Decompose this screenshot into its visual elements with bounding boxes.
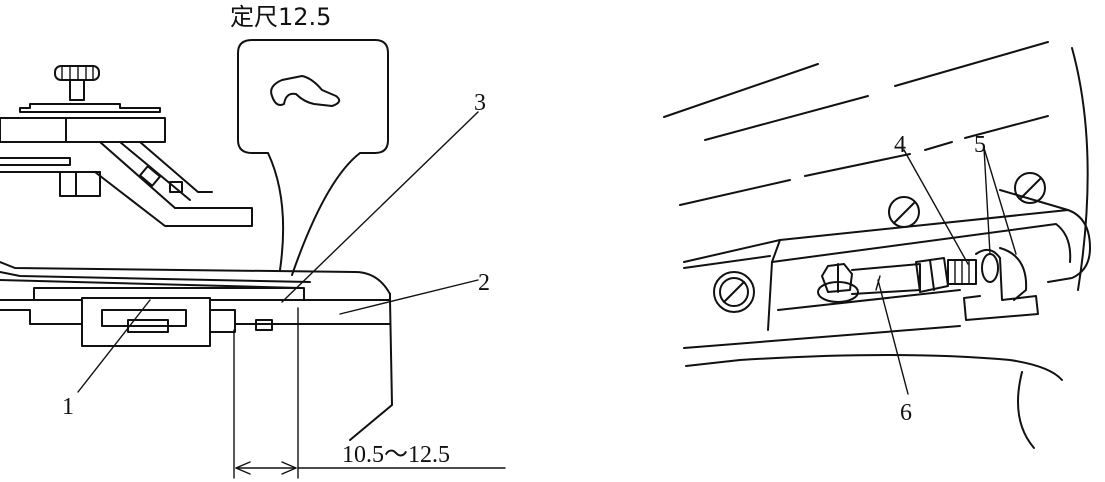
leader-line-3 bbox=[281, 111, 479, 303]
nut-assembly bbox=[817, 263, 859, 303]
leader-line-5b bbox=[983, 147, 1017, 255]
leader-line-6 bbox=[877, 279, 909, 395]
callout-1: 1 bbox=[62, 394, 74, 420]
machine-bed bbox=[0, 261, 393, 441]
adjusting-nut bbox=[915, 257, 949, 293]
screw-arm bbox=[713, 271, 755, 313]
threaded-screw bbox=[947, 259, 977, 285]
right-panel: 4 5 6 bbox=[663, 41, 1091, 449]
gauge-label: 定尺12.5 bbox=[230, 3, 331, 31]
gauge-shape-icon bbox=[270, 75, 341, 107]
leader-line-2 bbox=[339, 279, 479, 315]
leader-line-5a bbox=[983, 147, 991, 255]
callout-2: 2 bbox=[478, 270, 490, 296]
leader-line-4 bbox=[903, 149, 969, 265]
dimension-label: 10.5～12.5 bbox=[342, 442, 450, 468]
dimension-marker bbox=[233, 307, 506, 479]
presser-foot-assembly bbox=[0, 65, 253, 227]
leader-line-1 bbox=[77, 299, 151, 393]
left-panel: 定尺12.5 bbox=[0, 3, 506, 479]
callout-5: 5 bbox=[974, 132, 986, 158]
screw-top-left bbox=[888, 196, 920, 228]
gauge-callout-bubble bbox=[237, 39, 389, 276]
screw-top-right bbox=[1014, 172, 1046, 204]
callout-3: 3 bbox=[474, 90, 486, 116]
callout-4: 4 bbox=[894, 132, 906, 158]
callout-6: 6 bbox=[900, 400, 912, 426]
